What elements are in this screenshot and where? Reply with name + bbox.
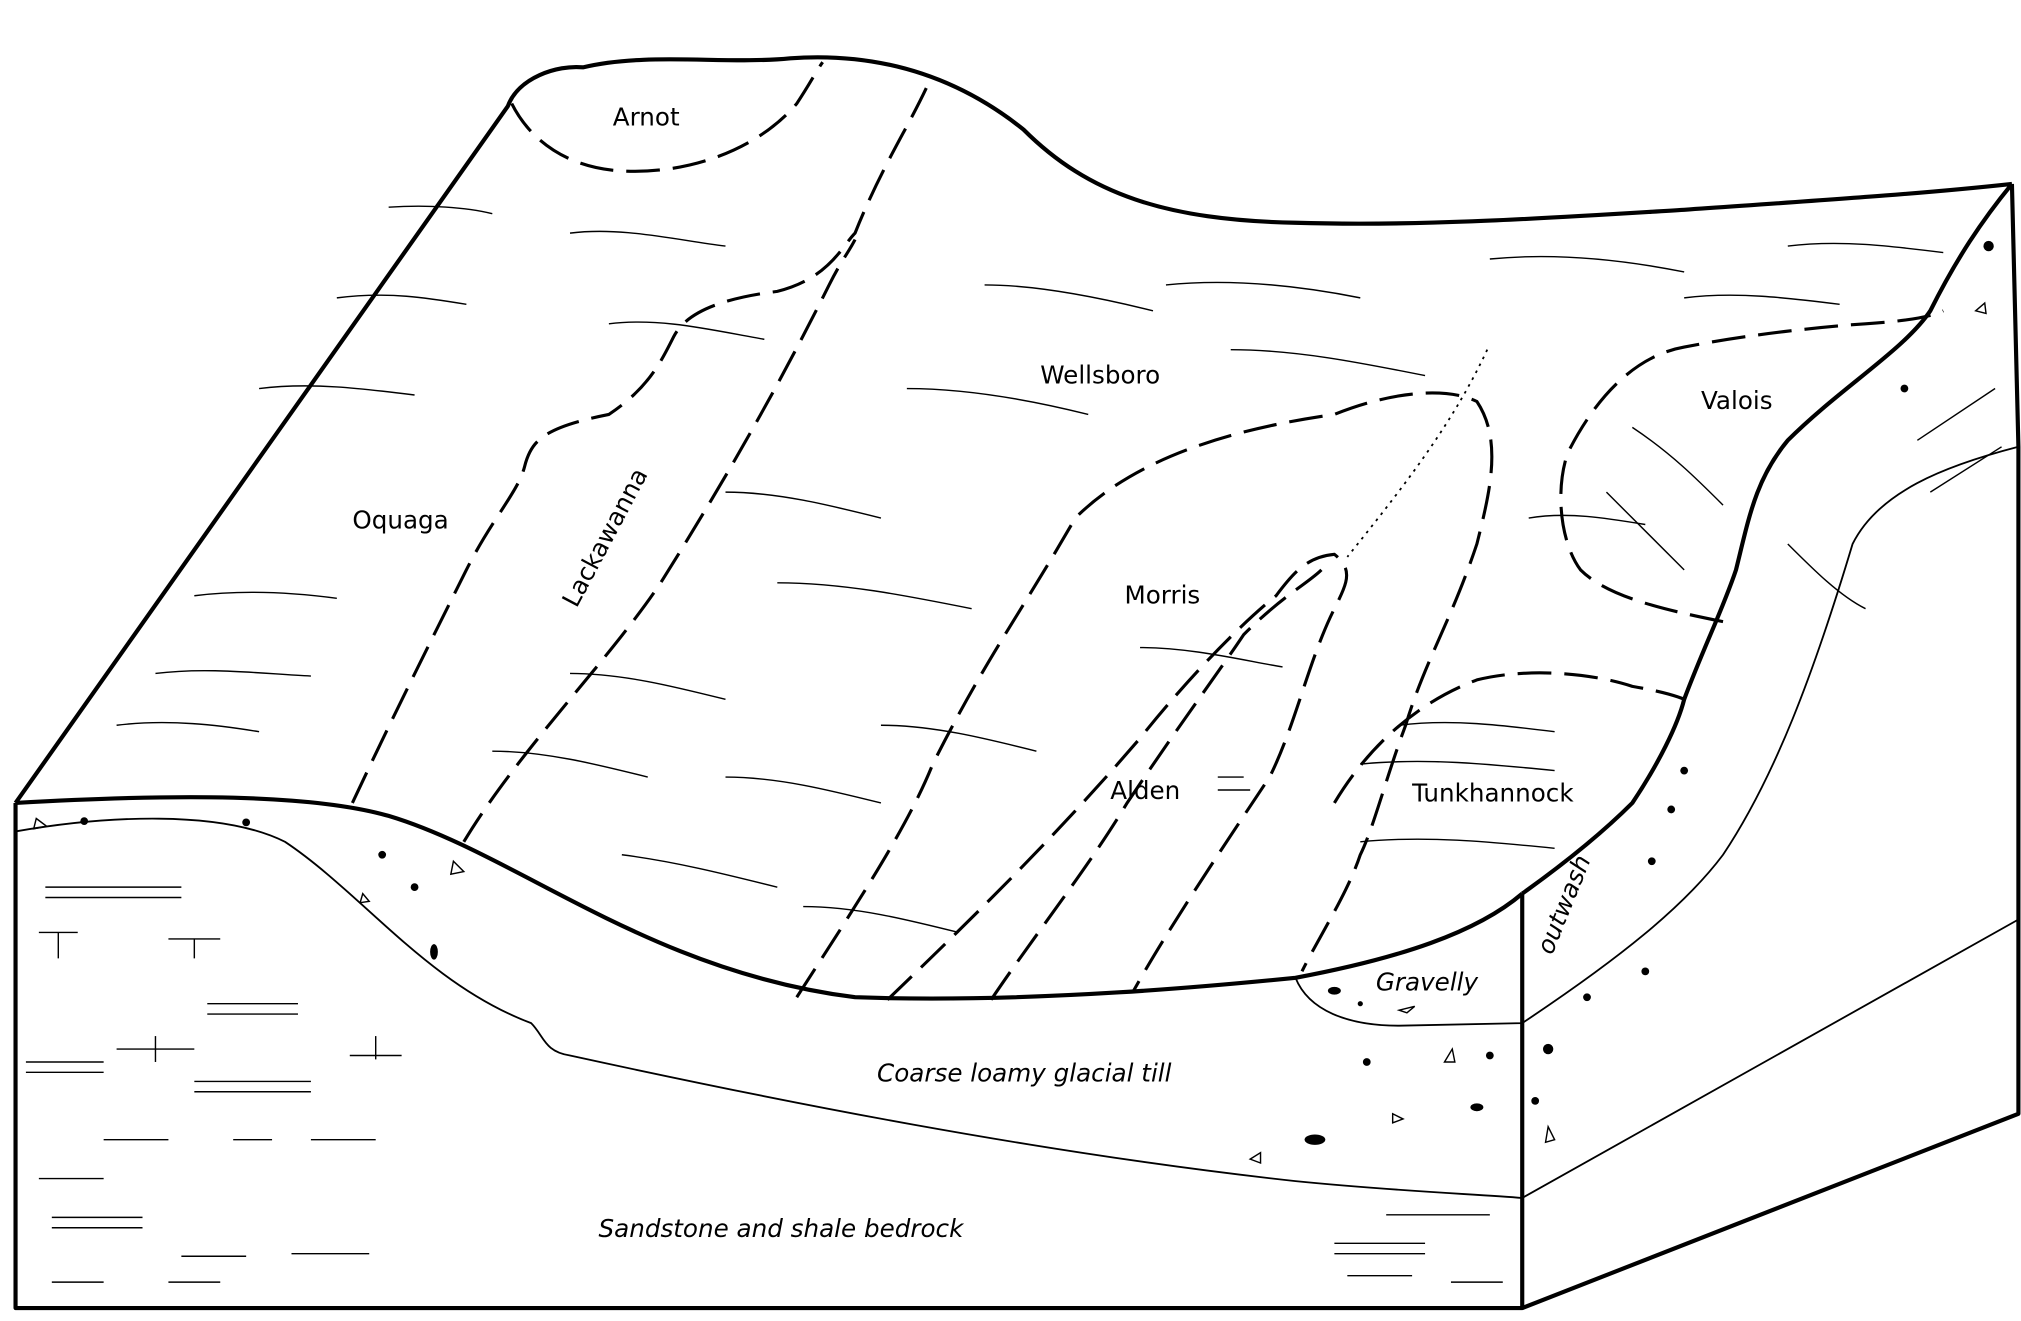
block-right-edge — [1521, 183, 2021, 1310]
label-valois: Valois — [1701, 386, 1773, 415]
label-arnot: Arnot — [613, 103, 680, 132]
label-lackawanna: Lackawanna — [556, 463, 653, 611]
label-outwash: outwash — [1531, 851, 1597, 958]
label-morris: Morris — [1125, 581, 1201, 610]
label-gravelly: Gravelly — [1376, 968, 1479, 997]
label-oquaga: Oquaga — [352, 505, 448, 534]
outwash-boundary — [1294, 445, 2019, 1027]
till-stones-pattern — [32, 240, 1994, 1165]
front-top-edge — [15, 795, 1524, 1001]
right-surface-edge — [1521, 182, 2014, 896]
label-bedrock: Sandstone and shale bedrock — [599, 1214, 966, 1243]
surface-hatching — [116, 205, 1944, 934]
bedrock-pattern — [25, 387, 2002, 1283]
surface-outline — [13, 55, 2013, 805]
label-wellsboro: Wellsboro — [1040, 360, 1160, 389]
label-tunkhannock: Tunkhannock — [1411, 779, 1574, 808]
label-alden: Alden — [1110, 776, 1180, 805]
soil-boundaries — [350, 61, 1944, 1001]
bedrock-till-boundary — [15, 817, 2019, 1199]
label-till: Coarse loamy glacial till — [877, 1058, 1172, 1087]
